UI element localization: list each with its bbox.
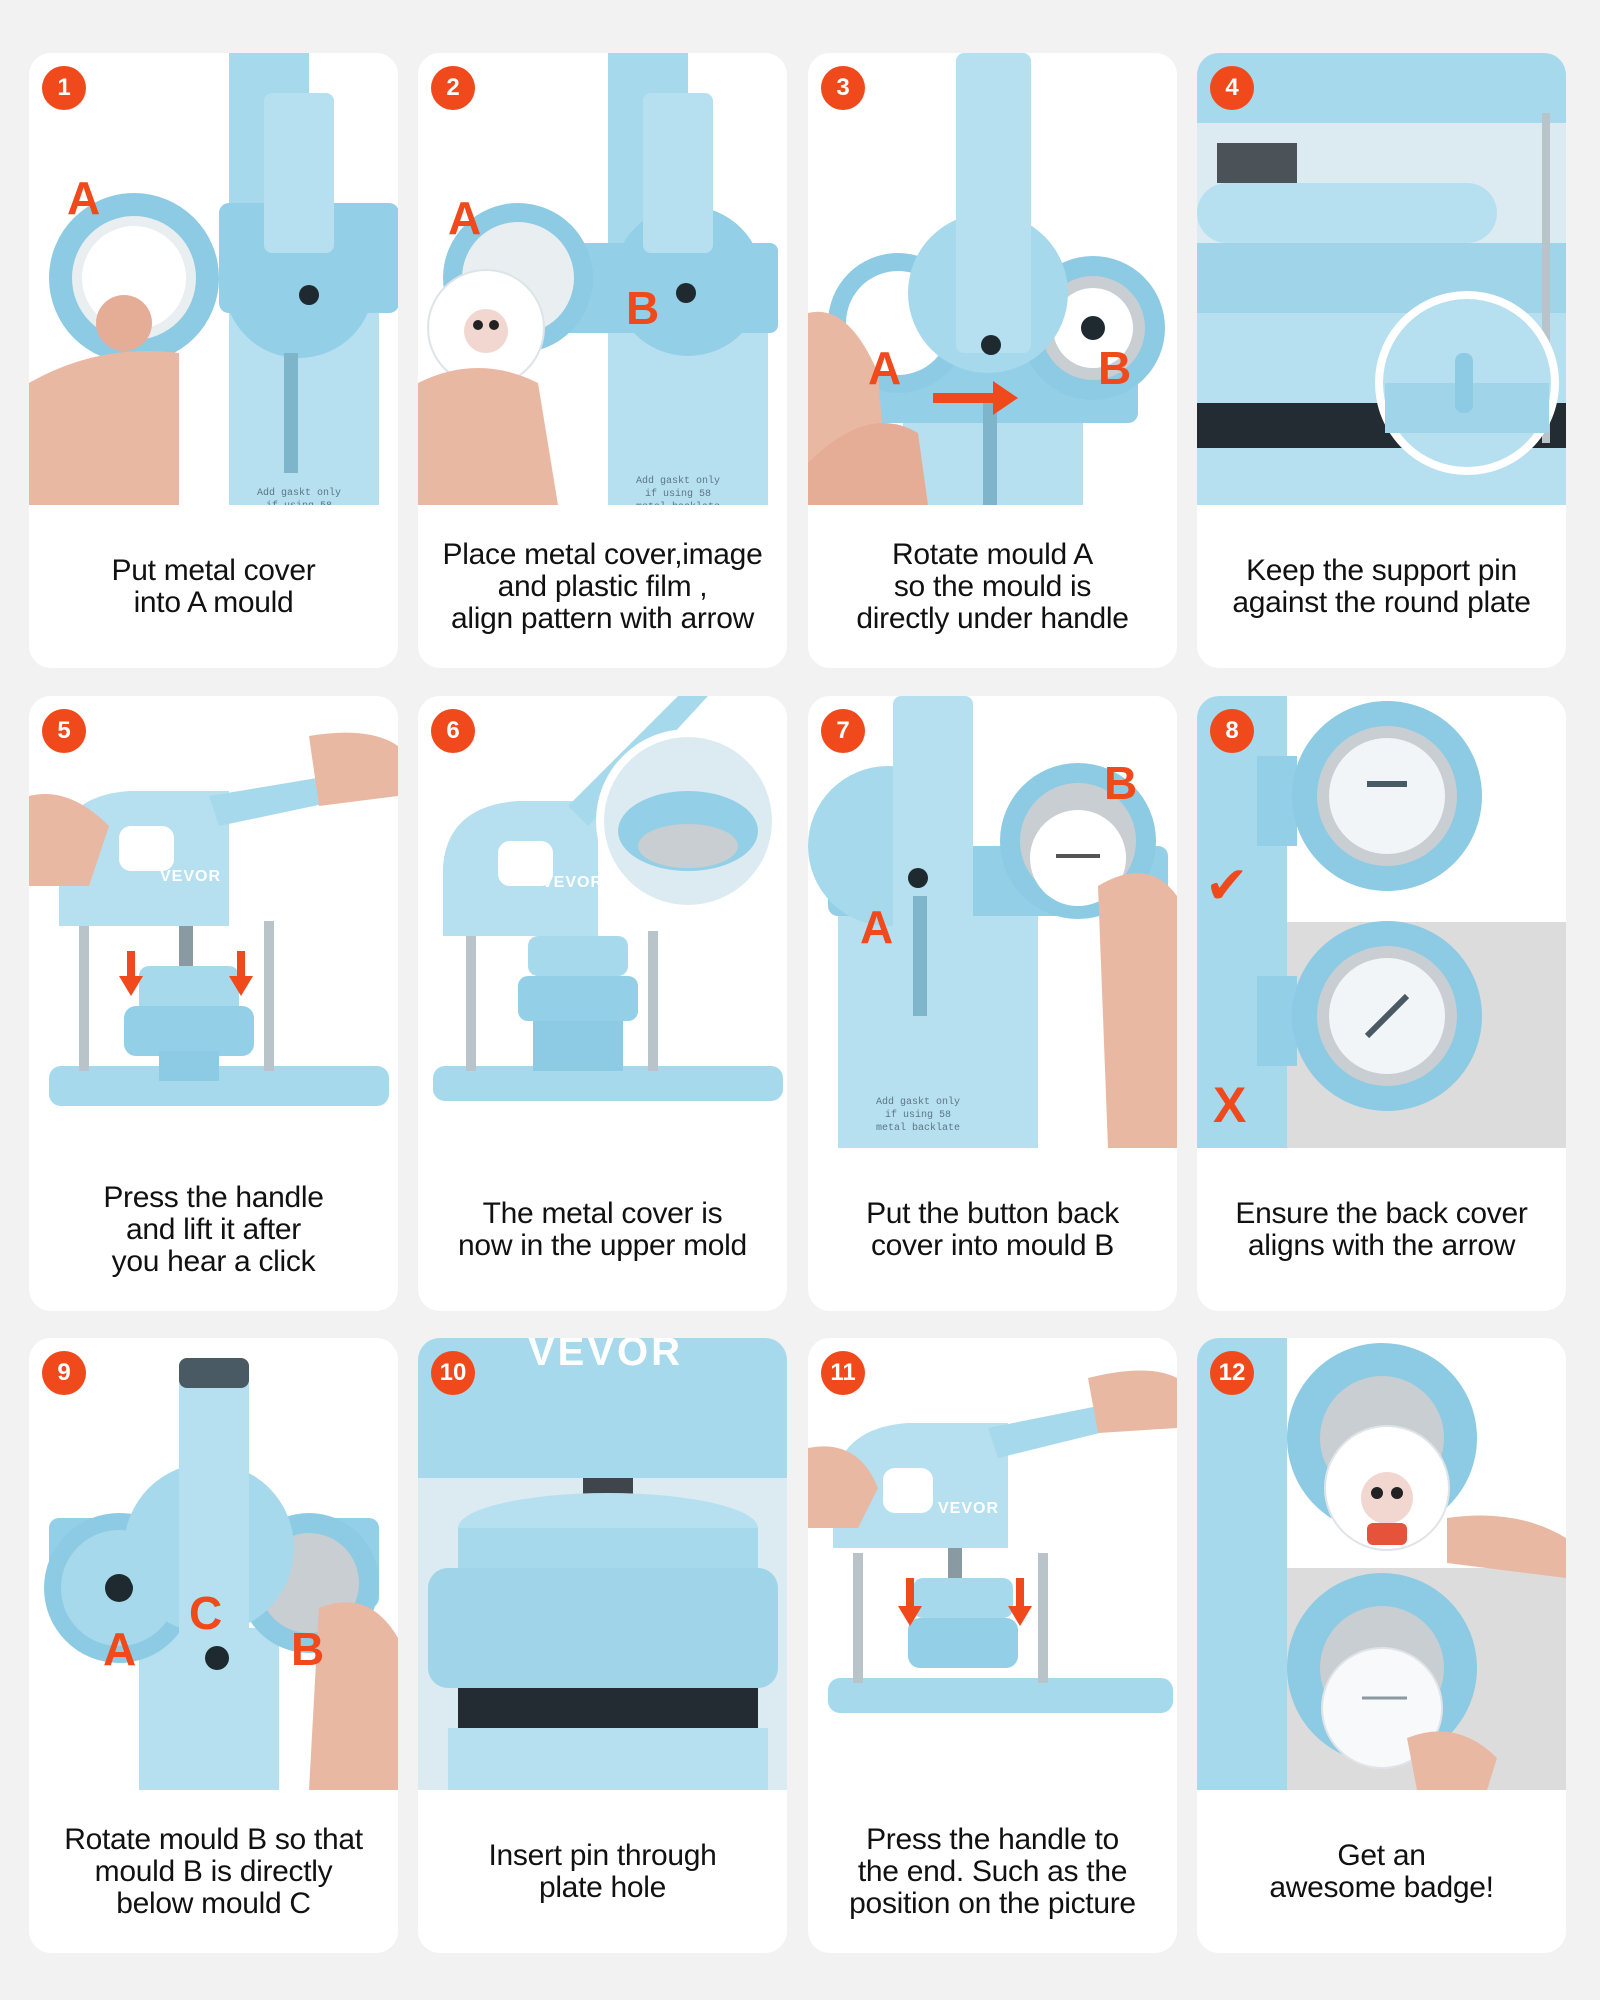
brand-logo: VEVOR [160, 868, 222, 885]
step-number: 9 [42, 1351, 86, 1395]
step-photo [418, 1338, 787, 1790]
step-number: 6 [431, 709, 475, 753]
step-card-8: 8 ✔ X Ensure the back cover aligns with … [1197, 696, 1566, 1311]
step-number: 12 [1210, 1351, 1254, 1395]
step-number: 5 [42, 709, 86, 753]
upper-mold-photo [433, 696, 783, 1101]
step-caption: Press the handle and lift it after you h… [103, 1180, 324, 1278]
step-caption: Rotate mould B so that mould B is direct… [64, 1822, 363, 1920]
mould-b-label: B [626, 282, 660, 334]
step-photo [29, 1338, 398, 1790]
step-card-9: 9 C A B Rotate mould B so that mould B i… [29, 1338, 398, 1953]
mould-a-label: A [860, 901, 894, 953]
cross-mark-icon: X [1213, 1077, 1247, 1133]
step-number: 1 [42, 66, 86, 110]
step-photo [418, 696, 787, 1148]
mould-b-label: B [1098, 342, 1132, 394]
brand-logo: VEVOR [938, 1500, 1000, 1517]
step-card-11: VEVOR 11 Press the handle to the end. Su… [808, 1338, 1177, 1953]
mould-b-label: B [1104, 757, 1138, 809]
step-photo: Add gaskt only if using 58 metal backlat… [808, 696, 1177, 1148]
support-pin-photo [1197, 53, 1566, 505]
alignment-check-photo [1197, 696, 1566, 1148]
step-photo [29, 696, 398, 1148]
step-caption: Rotate mould A so the mould is directly … [856, 537, 1129, 635]
step-number: 2 [431, 66, 475, 110]
step-number: 11 [821, 1351, 865, 1395]
step-number: 3 [821, 66, 865, 110]
step-card-3: 3 A B Rotate mould A so the mould is dir… [808, 53, 1177, 668]
step-number: 7 [821, 709, 865, 753]
mould-a-label: A [448, 192, 482, 244]
image-alignment-photo [418, 53, 778, 505]
back-cover-photo [808, 696, 1177, 1148]
step-photo [1197, 1338, 1566, 1790]
step-photo [808, 1338, 1177, 1790]
step-number: 4 [1210, 66, 1254, 110]
step-caption: The metal cover is now in the upper mold [458, 1196, 747, 1262]
mould-a-label: A [103, 1623, 137, 1675]
press-handle-photo [29, 732, 398, 1106]
step-photo [808, 53, 1177, 505]
mould-a-photo [29, 53, 398, 505]
step-caption: Insert pin through plate hole [488, 1838, 717, 1904]
step-caption: Put metal cover into A mould [111, 553, 316, 619]
step-caption: Ensure the back cover aligns with the ar… [1235, 1196, 1528, 1262]
rotate-mould-b-photo [44, 1358, 398, 1790]
step-caption: Put the button back cover into mould B [866, 1196, 1119, 1262]
check-mark-icon: ✔ [1205, 857, 1249, 915]
press-end-photo [808, 1370, 1177, 1713]
finished-badge-photo [1197, 1338, 1566, 1790]
rotate-mould-photo [808, 53, 1165, 505]
step-caption: Keep the support pin against the round p… [1232, 553, 1531, 619]
mould-a-label: A [67, 172, 101, 224]
mould-c-label: C [189, 1587, 223, 1639]
step-card-4: 4 Keep the support pin against the round… [1197, 53, 1566, 668]
mould-a-label: A [868, 342, 902, 394]
step-card-1: Add gaskt only if using 58 metal backlat… [29, 53, 398, 668]
gasket-note: Add gaskt only if using 58 metal backlat… [256, 488, 341, 505]
step-number: 10 [431, 1351, 475, 1395]
brand-logo: VEVOR [528, 1338, 684, 1374]
step-photo: Add gaskt only if using 58 metal backlat… [418, 53, 787, 505]
gasket-note: Add gaskt only if using 58 metal backlat… [635, 476, 720, 505]
step-caption: Place metal cover,image and plastic film… [442, 537, 763, 635]
step-photo: Add gaskt only if using 58 metal backlat… [29, 53, 398, 505]
step-caption: Get an awesome badge! [1269, 1838, 1494, 1904]
step-card-10: VEVOR 10 Insert pin through plate hole [418, 1338, 787, 1953]
step-number: 8 [1210, 709, 1254, 753]
step-card-5: VEVOR 5 Press the handle and lift it aft… [29, 696, 398, 1311]
step-card-2: Add gaskt only if using 58 metal backlat… [418, 53, 787, 668]
step-card-7: Add gaskt only if using 58 metal backlat… [808, 696, 1177, 1311]
step-photo [1197, 53, 1566, 505]
step-card-12: 12 Get an awesome badge! [1197, 1338, 1566, 1953]
brand-logo: VEVOR [542, 874, 604, 891]
mould-b-label: B [291, 1623, 325, 1675]
step-photo [1197, 696, 1566, 1148]
step-card-6: VEVOR 6 The metal cover is now in the up… [418, 696, 787, 1311]
step-caption: Press the handle to the end. Such as the… [849, 1822, 1136, 1920]
pin-plate-photo [418, 1338, 787, 1790]
gasket-note: Add gaskt only if using 58 metal backlat… [875, 1097, 960, 1134]
